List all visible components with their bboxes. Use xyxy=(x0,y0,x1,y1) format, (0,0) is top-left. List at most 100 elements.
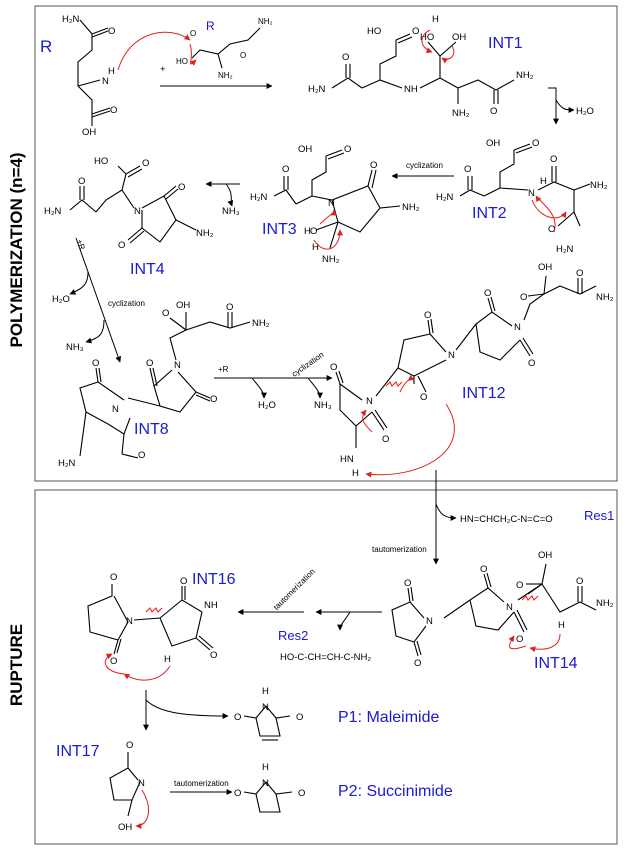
svg-text:H: H xyxy=(432,14,439,25)
molecule-INT8: OH O O NH₂ N O O N O O H₂N INT8 xyxy=(58,300,270,469)
svg-text:O: O xyxy=(298,788,305,799)
label-INT17: INT17 xyxy=(56,743,100,760)
svg-text:O: O xyxy=(550,154,557,165)
molecule-INT16: O N O O NH O H INT16 xyxy=(87,571,236,667)
svg-text:NH₂: NH₂ xyxy=(596,292,614,303)
molecule-INT14: OH O O NH₂ N O O N O O H INT14 xyxy=(391,550,614,672)
svg-text:O: O xyxy=(110,656,117,667)
svg-text:O: O xyxy=(142,158,149,169)
label-R: R xyxy=(40,37,52,56)
svg-text:OH: OH xyxy=(452,32,466,43)
svg-text:H: H xyxy=(558,620,565,631)
svg-text:O: O xyxy=(146,358,153,369)
svg-text:cyclization: cyclization xyxy=(290,350,325,379)
svg-text:HO: HO xyxy=(94,156,108,167)
svg-text:HN: HN xyxy=(340,454,354,465)
svg-text:HO: HO xyxy=(420,32,434,43)
svg-text:H₂N: H₂N xyxy=(436,192,454,203)
label-R-small: R xyxy=(206,19,215,33)
label-INT16: INT16 xyxy=(192,571,236,588)
svg-text:NH₂: NH₂ xyxy=(218,71,233,80)
svg-text:O: O xyxy=(420,392,427,403)
svg-text:NH₂: NH₂ xyxy=(516,70,534,81)
svg-text:O: O xyxy=(464,164,471,175)
svg-text:O: O xyxy=(210,650,217,661)
svg-text:N: N xyxy=(262,778,269,789)
svg-text:N: N xyxy=(366,396,373,407)
molecule-INT1: HO O H₂N O NH HO OH H NH₂ O NH₂ INT1 xyxy=(308,14,534,119)
molecule-INT2: OH O H₂N O N H O NH₂ O H₂N INT2 xyxy=(436,138,608,255)
svg-text:NH₂: NH₂ xyxy=(258,17,273,26)
svg-text:NH₂: NH₂ xyxy=(322,254,340,265)
svg-text:OH: OH xyxy=(176,300,190,311)
svg-text:OH: OH xyxy=(118,822,132,833)
plus-sign: + xyxy=(160,64,166,75)
svg-text:O: O xyxy=(370,160,377,171)
svg-text:NH₂: NH₂ xyxy=(252,318,270,329)
svg-text:H: H xyxy=(312,242,319,253)
svg-text:N: N xyxy=(528,188,535,199)
svg-text:O: O xyxy=(162,308,169,319)
molecule-INT12: OH O O NH₂ N O O N O O N O O HN H INT12 xyxy=(330,262,614,479)
svg-text:O: O xyxy=(412,26,419,37)
svg-text:NH: NH xyxy=(404,84,418,95)
svg-text:O: O xyxy=(414,658,421,669)
svg-text:+R: +R xyxy=(218,365,229,374)
svg-text:OH: OH xyxy=(538,550,552,561)
molecule-R-small: R O HO NH₂ NH₂ O xyxy=(176,17,273,80)
res2-formula: HO-C-CH=CH-C-NH₂ xyxy=(280,652,371,663)
polymerization-panel xyxy=(34,5,618,482)
svg-text:H₂N: H₂N xyxy=(556,244,574,255)
label-INT2: INT2 xyxy=(472,205,507,222)
svg-text:N: N xyxy=(102,76,109,87)
svg-text:O: O xyxy=(78,176,85,187)
svg-text:O: O xyxy=(234,712,241,723)
svg-text:NH₃: NH₃ xyxy=(222,206,240,217)
svg-text:N: N xyxy=(174,360,181,371)
svg-text:N: N xyxy=(112,404,119,415)
label-Res1: Res1 xyxy=(584,508,614,523)
svg-text:OH: OH xyxy=(82,127,96,138)
svg-text:O: O xyxy=(342,52,349,63)
svg-text:N: N xyxy=(514,322,521,333)
label-INT14: INT14 xyxy=(534,655,578,672)
svg-text:O: O xyxy=(240,51,246,60)
svg-text:NH₃: NH₃ xyxy=(66,342,84,353)
rupture-title: RUPTURE xyxy=(7,624,26,706)
polymerization-title: POLYMERIZATION (n=4) xyxy=(7,152,26,347)
svg-text:O: O xyxy=(404,578,411,589)
svg-text:H: H xyxy=(352,468,359,479)
svg-text:NH₃: NH₃ xyxy=(314,400,332,411)
svg-text:N: N xyxy=(506,602,513,613)
svg-text:O: O xyxy=(576,576,583,587)
svg-text:NH₂: NH₂ xyxy=(452,108,470,119)
label-P2: P2: Succinimide xyxy=(338,783,453,800)
svg-text:O: O xyxy=(234,788,241,799)
svg-text:N: N xyxy=(448,350,455,361)
svg-text:H₂N: H₂N xyxy=(308,84,326,95)
svg-text:H: H xyxy=(262,762,269,773)
svg-text:H₂N: H₂N xyxy=(58,458,76,469)
svg-text:O: O xyxy=(520,292,527,303)
svg-text:cyclization: cyclization xyxy=(406,161,443,170)
svg-text:tautomerization: tautomerization xyxy=(174,779,229,788)
label-INT12: INT12 xyxy=(462,385,506,402)
svg-text:tautomerization: tautomerization xyxy=(272,567,317,612)
molecule-INT17: INT17 O N OH xyxy=(56,740,145,833)
svg-text:O: O xyxy=(330,362,337,373)
svg-text:cyclization: cyclization xyxy=(108,299,145,308)
res1-formula: HN=CHCH₂C-N=C=O xyxy=(460,514,553,525)
svg-text:H₂N: H₂N xyxy=(250,192,268,203)
svg-text:N: N xyxy=(262,702,269,713)
svg-text:O: O xyxy=(178,182,185,193)
svg-text:O: O xyxy=(110,572,117,583)
molecule-P1-maleimide: O O H N P1: Maleimide xyxy=(234,686,439,741)
svg-text:O: O xyxy=(344,144,351,155)
svg-text:H₂O: H₂O xyxy=(576,106,594,117)
svg-text:O: O xyxy=(226,302,233,313)
svg-text:N: N xyxy=(138,778,145,789)
svg-text:O: O xyxy=(190,29,196,38)
label-P1: P1: Maleimide xyxy=(338,709,439,726)
svg-text:H: H xyxy=(304,226,311,237)
svg-text:O: O xyxy=(424,310,431,321)
